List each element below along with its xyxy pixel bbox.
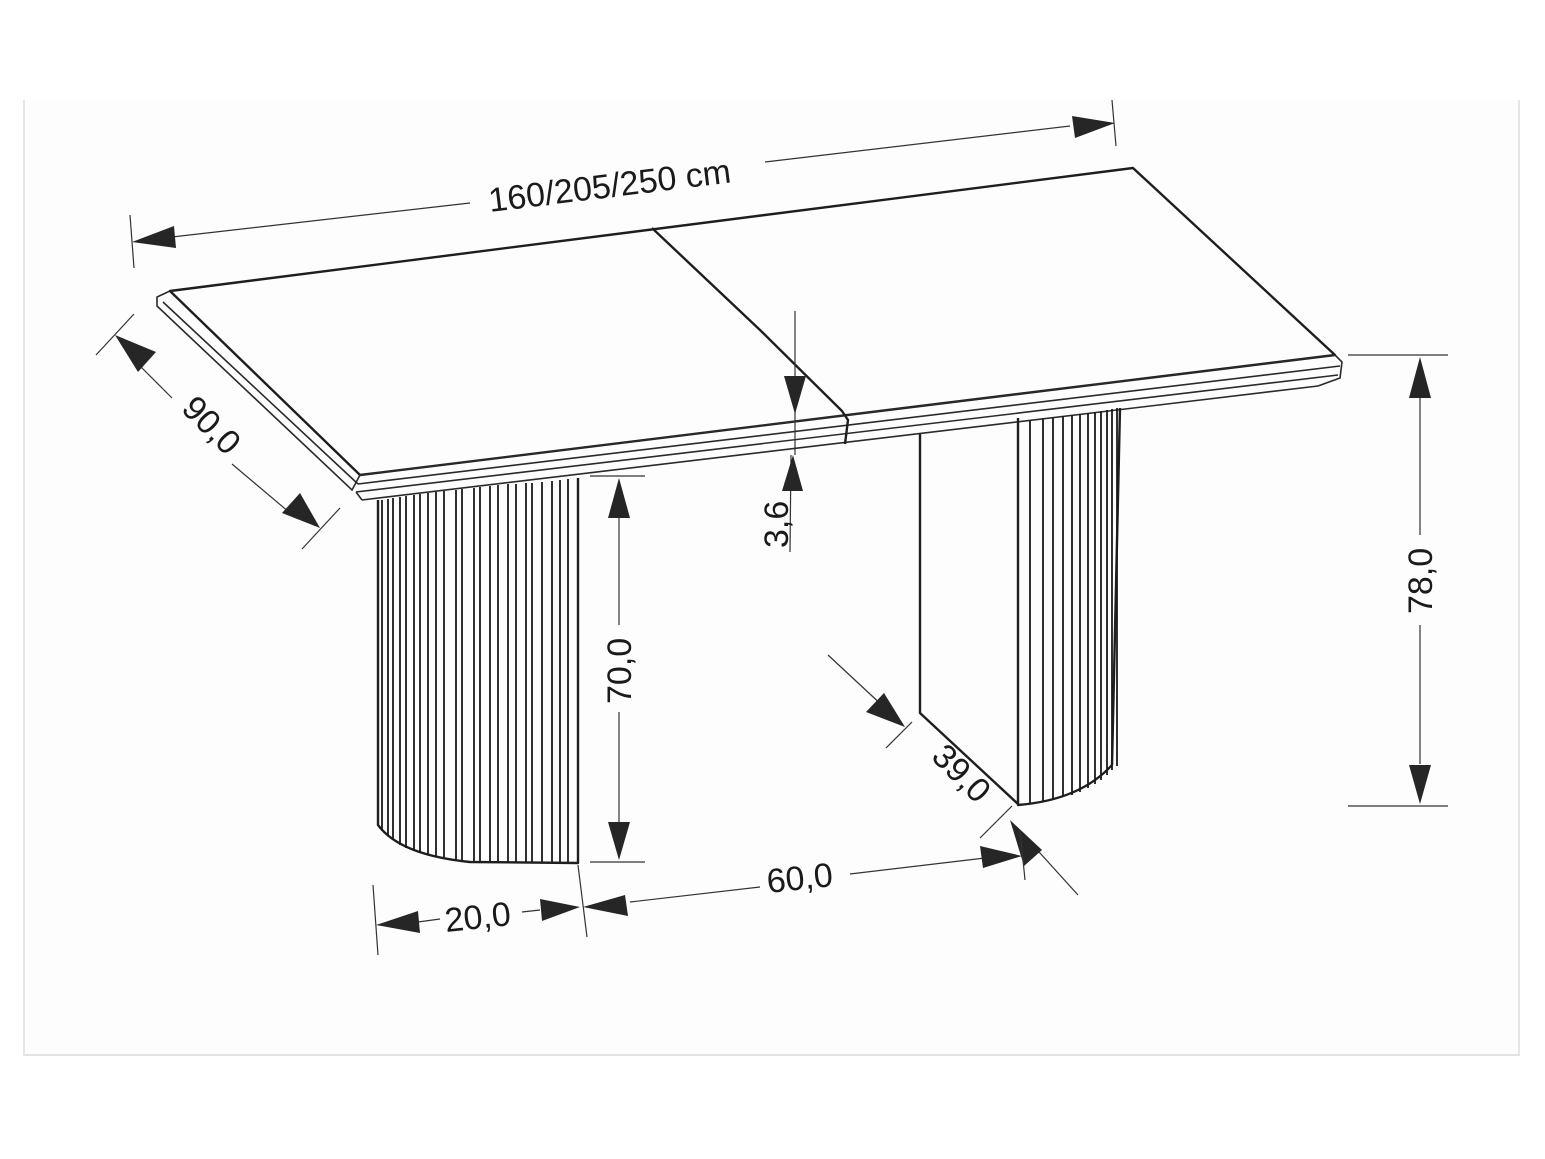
thickness-label: 3,6 <box>758 501 796 548</box>
width-label: 90,0 <box>174 389 248 463</box>
arrow-down-icon <box>784 376 806 414</box>
arrow-right-icon <box>540 899 580 921</box>
dimension-leg-spacing: 60,0 <box>583 829 1026 916</box>
arrow-down-icon <box>608 822 630 860</box>
arrow-up-left-icon <box>115 335 156 372</box>
arrow-up-icon <box>1409 357 1431 398</box>
dimension-leg-height: 70,0 <box>590 475 645 863</box>
dimension-leg-width: 20,0 <box>372 864 588 956</box>
arrow-up-left-icon <box>1010 820 1042 866</box>
table-top <box>156 166 1343 501</box>
leg-depth-label: 39,0 <box>924 737 998 811</box>
leg-height-label: 70,0 <box>601 638 639 704</box>
arrow-right-icon <box>1072 116 1115 138</box>
right-leg-flutes <box>1029 408 1118 803</box>
left-pedestal-leg <box>376 478 580 865</box>
total-height-label: 78,0 <box>1402 548 1440 614</box>
arrow-down-right-icon <box>282 493 320 528</box>
arrow-up-icon <box>608 478 630 518</box>
leg-spacing-label: 60,0 <box>765 856 835 901</box>
right-pedestal-leg <box>918 407 1122 807</box>
arrow-up-icon <box>782 455 803 491</box>
arrow-left-icon <box>376 911 420 933</box>
dimension-leg-depth: 39,0 <box>827 654 1079 896</box>
drawing-frame <box>23 100 1520 1056</box>
dimension-thickness: 3,6 <box>758 311 806 553</box>
arrow-right-icon <box>980 846 1022 868</box>
arrow-left-icon <box>583 895 628 916</box>
left-leg-flutes <box>381 479 569 862</box>
leg-width-label: 20,0 <box>443 895 513 940</box>
length-label: 160/205/250 cm <box>486 153 733 220</box>
arrow-down-icon <box>1409 765 1431 804</box>
dimension-width: 90,0 <box>95 313 341 550</box>
arrow-left-icon <box>132 226 176 248</box>
arrow-down-right-icon <box>866 693 905 727</box>
dimension-length: 160/205/250 cm <box>129 99 1117 269</box>
dimension-total-height: 78,0 <box>1348 354 1448 807</box>
